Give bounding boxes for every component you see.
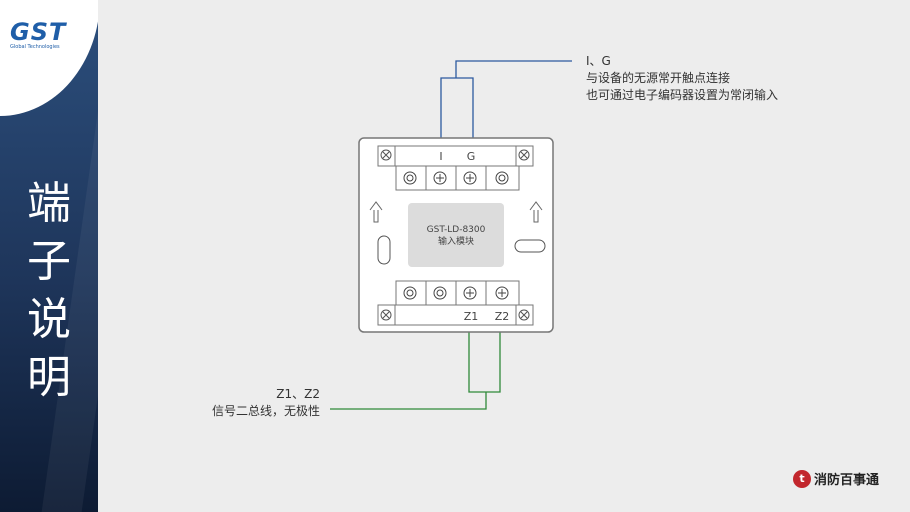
terminal-screw-icon xyxy=(495,286,509,300)
sidebar: GST Global Technologies 端 子 说 明 xyxy=(0,0,98,512)
corner-screw-icon xyxy=(380,149,392,161)
terminal-label-z2: Z2 xyxy=(495,310,510,323)
bottom-annotation: Z1、Z2 信号二总线，无极性 xyxy=(212,386,320,420)
module-model: GST-LD-8300 xyxy=(427,225,486,235)
wire-bus xyxy=(330,392,487,410)
bottom-wires xyxy=(330,331,501,410)
terminal-screw-icon xyxy=(403,286,417,300)
mounting-slot xyxy=(514,239,546,253)
terminal-screw-icon xyxy=(403,171,417,185)
title-char: 说 xyxy=(27,294,71,345)
mounting-slot xyxy=(377,235,391,265)
top-wires xyxy=(440,60,572,138)
annotation-terminals: I、G xyxy=(586,54,611,68)
annotation-terminals: Z1、Z2 xyxy=(276,387,320,401)
company-logo: GST xyxy=(10,18,67,46)
module-label-box xyxy=(408,203,504,267)
terminal-screw-icon xyxy=(495,171,509,185)
brand-logo-icon: t xyxy=(793,469,811,488)
module-name: 输入模块 xyxy=(438,235,474,247)
bottom-label-panel xyxy=(394,304,517,326)
footer-brand: t 消防百事通 xyxy=(793,469,879,488)
up-arrow-icon xyxy=(529,201,543,223)
title-char: 端 xyxy=(27,178,71,229)
wire-z xyxy=(468,331,501,393)
title-char: 子 xyxy=(27,236,71,287)
terminal-screw-icon xyxy=(463,171,477,185)
corner-screw-icon xyxy=(518,309,530,321)
terminal-screw-icon xyxy=(433,171,447,185)
up-arrow-icon xyxy=(369,201,383,223)
annotation-description: 与设备的无源常开触点连接 xyxy=(586,71,731,85)
title-char: 明 xyxy=(27,352,71,403)
terminal-label-z1: Z1 xyxy=(464,310,479,323)
terminal-label-g: G xyxy=(467,150,476,163)
section-title: 端 子 说 明 xyxy=(14,175,84,407)
annotation-description: 也可通过电子编码器设置为常闭输入 xyxy=(586,88,779,102)
terminal-screw-icon xyxy=(463,286,477,300)
top-screw-block xyxy=(395,165,520,191)
logo-tagline: Global Technologies xyxy=(10,44,60,50)
terminal-screw-icon xyxy=(433,286,447,300)
top-annotation: I、G 与设备的无源常开触点连接 也可通过电子编码器设置为常闭输入 xyxy=(586,53,778,104)
corner-screw-icon xyxy=(518,149,530,161)
terminal-label-i: I xyxy=(439,150,442,163)
brand-name: 消防百事通 xyxy=(814,473,880,488)
corner-screw-icon xyxy=(380,309,392,321)
wire-g xyxy=(455,60,572,78)
wire-i xyxy=(440,77,474,138)
annotation-description: 信号二总线，无极性 xyxy=(211,404,320,418)
